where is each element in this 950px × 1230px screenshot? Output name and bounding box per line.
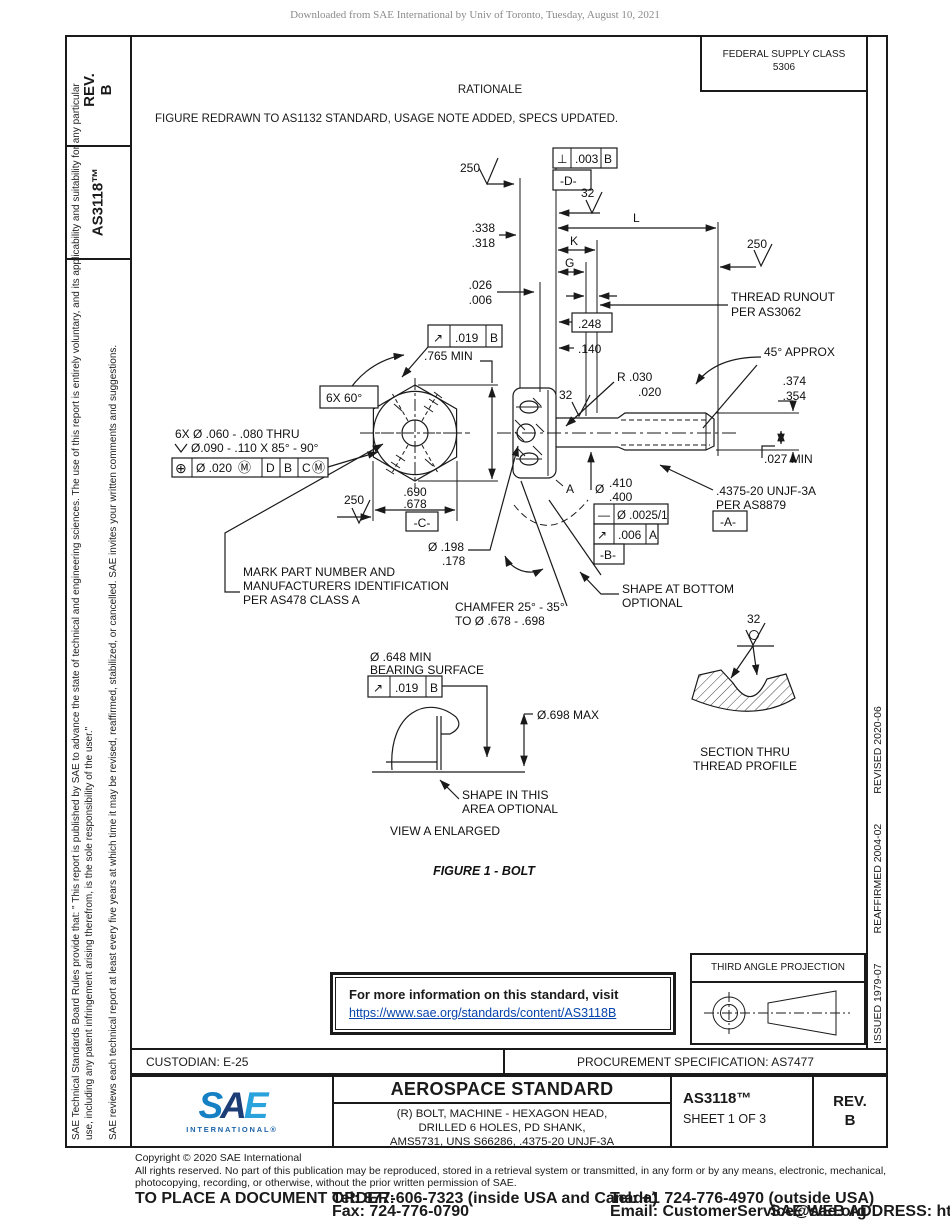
revised-date: REVISED 2020-06 [872, 706, 884, 794]
order-tel1: Tel: 877-606-7323 (inside USA and Canada… [332, 1190, 658, 1207]
third-angle-projection-label: THIRD ANGLE PROJECTION [692, 955, 864, 983]
custodian-row: CUSTODIAN: E-25 PROCUREMENT SPECIFICATIO… [130, 1048, 888, 1075]
more-info-text: For more information on this standard, v… [349, 987, 619, 1002]
rev-label-bottom: REV. [833, 1093, 867, 1110]
sae-logo-s: S [198, 1085, 223, 1126]
legal-text-1: SAE Technical Standards Board Rules prov… [71, 83, 95, 1140]
title-block: SAE INTERNATIONAL® AEROSPACE STANDARD (R… [130, 1075, 888, 1148]
rev-box: REV. B [65, 35, 130, 147]
procurement-cell: PROCUREMENT SPECIFICATION: AS7477 [577, 1054, 814, 1069]
footer-legal: Copyright © 2020 SAE International All r… [135, 1152, 935, 1190]
doc-number: AS3118™ [683, 1090, 752, 1107]
doc-number-box: AS3118™ [65, 145, 130, 260]
part-description-3: AMS5731, UNS S66286, .4375-20 UNJF-3A [389, 1136, 615, 1148]
sae-logo-a: A [220, 1085, 247, 1126]
reaffirmed-date: REAFFIRMED 2004-02 [872, 823, 884, 934]
sae-logo-subtext: INTERNATIONAL® [186, 1125, 278, 1134]
order-fax: Fax: 724-776-0790 [332, 1203, 469, 1220]
download-watermark: Downloaded from SAE International by Uni… [290, 9, 660, 21]
left-column-divider [130, 35, 132, 1148]
order-email: Email: CustomerService@sae.org [610, 1203, 867, 1220]
standard-link[interactable]: https://www.sae.org/standards/content/AS… [349, 1006, 617, 1020]
sheet-number: SHEET 1 OF 3 [683, 1112, 767, 1126]
order-tel2: Tel: +1 724-776-4970 (outside USA) [610, 1190, 875, 1207]
issued-date: ISSUED 1979-07 [872, 963, 884, 1044]
order-label: TO PLACE A DOCUMENT ORDER: [135, 1190, 395, 1207]
part-description-1: (R) BOLT, MACHINE - HEXAGON HEAD, [396, 1108, 608, 1120]
custodian-cell: CUSTODIAN: E-25 [132, 1050, 505, 1073]
aerospace-standard-title: AEROSPACE STANDARD [334, 1077, 670, 1104]
federal-supply-class-value: 5306 [772, 62, 796, 73]
rights-text: All rights reserved. No part of this pub… [135, 1164, 887, 1190]
sae-logo: SAE INTERNATIONAL® [132, 1077, 334, 1146]
rationale-title: RATIONALE [457, 84, 523, 96]
more-info-box: For more information on this standard, v… [330, 972, 676, 1035]
web-address: SAE WEB ADDRESS: http://www.sae.org [770, 1203, 950, 1220]
right-strip-divider [866, 35, 868, 1048]
copyright-line: Copyright © 2020 SAE International [135, 1152, 302, 1164]
federal-supply-class-box: FEDERAL SUPPLY CLASS 5306 [700, 35, 866, 92]
part-description-2: DRILLED 6 HOLES, PD SHANK, [418, 1122, 586, 1134]
legal-text-2: SAE reviews each technical report at lea… [108, 344, 119, 1140]
rationale-text: FIGURE REDRAWN TO AS1132 STANDARD, USAGE… [155, 113, 619, 125]
revision-history-vertical: ISSUED 1979-07 REAFFIRMED 2004-02 REVISE… [872, 706, 884, 1044]
federal-supply-class-label: FEDERAL SUPPLY CLASS [722, 49, 846, 60]
third-angle-projection-box: THIRD ANGLE PROJECTION [690, 953, 866, 1045]
rev-value-bottom: B [844, 1112, 856, 1129]
sae-logo-e: E [243, 1085, 269, 1126]
